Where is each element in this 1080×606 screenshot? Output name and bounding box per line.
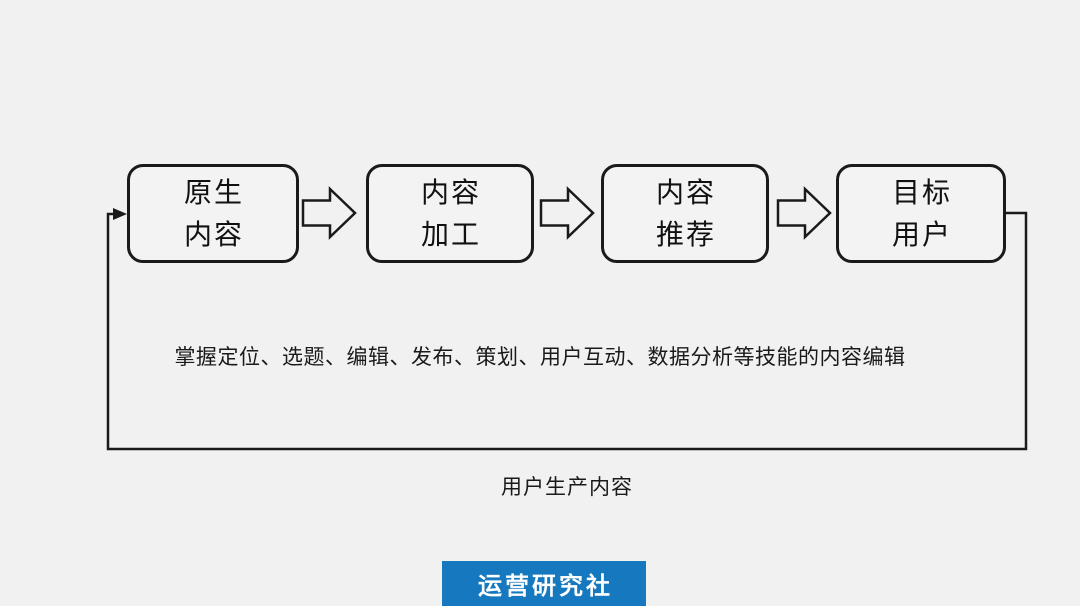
feedback-loop-label: 用户生产内容 bbox=[501, 476, 633, 499]
brand-badge-label: 运营研究社 bbox=[478, 573, 613, 600]
flow-box-label-line: 用户 bbox=[891, 218, 952, 250]
flow-box-label-line: 原生 bbox=[183, 176, 244, 208]
flow-box-label-line: 内容 bbox=[183, 218, 244, 250]
brand-badge: 运营研究社 bbox=[442, 561, 646, 606]
flow-box-label-line: 内容 bbox=[420, 176, 481, 208]
flow-arrow-icon bbox=[539, 186, 595, 240]
flow-box-label-line: 加工 bbox=[420, 218, 481, 250]
flow-box-label-line: 内容 bbox=[655, 176, 716, 208]
flow-box-label-line: 推荐 bbox=[655, 218, 716, 250]
flow-arrow-icon bbox=[301, 186, 357, 240]
flow-box-target-user: 目标 用户 bbox=[836, 164, 1006, 263]
flow-box-native-content: 原生 内容 bbox=[127, 164, 299, 263]
flow-box-content-recommend: 内容 推荐 bbox=[601, 164, 769, 263]
flow-box-label-line: 目标 bbox=[891, 176, 952, 208]
flow-box-content-processing: 内容 加工 bbox=[366, 164, 534, 263]
skill-caption: 掌握定位、选题、编辑、发布、策划、用户互动、数据分析等技能的内容编辑 bbox=[174, 346, 906, 369]
flow-arrow-icon bbox=[776, 186, 832, 240]
